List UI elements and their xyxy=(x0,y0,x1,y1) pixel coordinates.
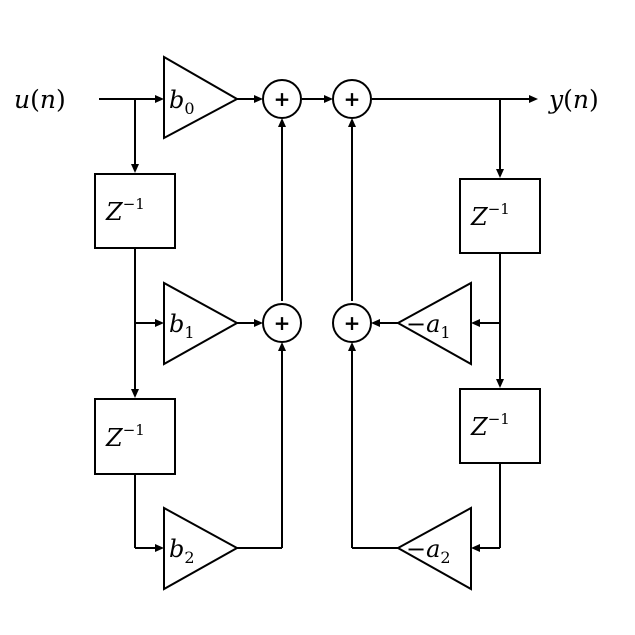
arrow-up-into-adder-fb0 xyxy=(348,118,356,127)
adder-ff-top: + xyxy=(262,79,302,119)
arrow-into-delay4 xyxy=(496,379,504,388)
gain-label: b2 xyxy=(169,535,195,567)
gain-b0: b0 xyxy=(163,55,240,140)
arrow-into-adder-fb1 xyxy=(371,319,380,327)
gain-neg-a2: −a2 xyxy=(395,506,472,591)
gain-b2: b2 xyxy=(163,506,240,591)
delay-block-left-1: Z−1 xyxy=(94,173,176,249)
delay-label: Z−1 xyxy=(105,195,145,226)
delay-label: Z−1 xyxy=(105,421,145,452)
arrow-into-delay2 xyxy=(131,389,139,398)
gain-label: b1 xyxy=(169,310,195,342)
gain-label: −a2 xyxy=(406,535,451,567)
delay-label: Z−1 xyxy=(470,410,510,441)
plus-icon: + xyxy=(344,311,361,335)
input-label: u(n) xyxy=(14,85,66,114)
arrow-into-adder-ff1 xyxy=(254,319,263,327)
arrow-into-b0 xyxy=(155,95,164,103)
arrow-up-into-adder-ff1 xyxy=(278,342,286,351)
arrow-up-into-adder-ff0 xyxy=(278,118,286,127)
gain-b1: b1 xyxy=(163,281,240,366)
arrowheads xyxy=(131,95,538,552)
arrow-into-a2 xyxy=(471,544,480,552)
arrow-into-adder-ff0 xyxy=(254,95,263,103)
arrow-output xyxy=(529,95,538,103)
gain-neg-a1: −a1 xyxy=(395,281,472,366)
plus-icon: + xyxy=(274,87,291,111)
output-label: y(n) xyxy=(548,85,599,114)
delay-block-right-1: Z−1 xyxy=(459,178,541,254)
delay-block-left-2: Z−1 xyxy=(94,398,176,475)
arrow-into-delay3 xyxy=(496,169,504,178)
arrow-into-b2 xyxy=(155,544,164,552)
gain-label: −a1 xyxy=(406,310,451,342)
adder-ff-mid: + xyxy=(262,303,302,343)
delay-block-right-2: Z−1 xyxy=(459,388,541,464)
arrow-into-delay1 xyxy=(131,164,139,173)
adder-fb-mid: + xyxy=(332,303,372,343)
delay-label: Z−1 xyxy=(470,200,510,231)
plus-icon: + xyxy=(274,311,291,335)
arrow-into-a1 xyxy=(471,319,480,327)
arrow-into-b1 xyxy=(155,319,164,327)
arrow-into-adder-fb0 xyxy=(324,95,333,103)
plus-icon: + xyxy=(344,87,361,111)
gain-label: b0 xyxy=(169,86,195,118)
signal-wires xyxy=(99,98,530,549)
adder-fb-top: + xyxy=(332,79,372,119)
arrow-up-into-adder-fb1 xyxy=(348,342,356,351)
